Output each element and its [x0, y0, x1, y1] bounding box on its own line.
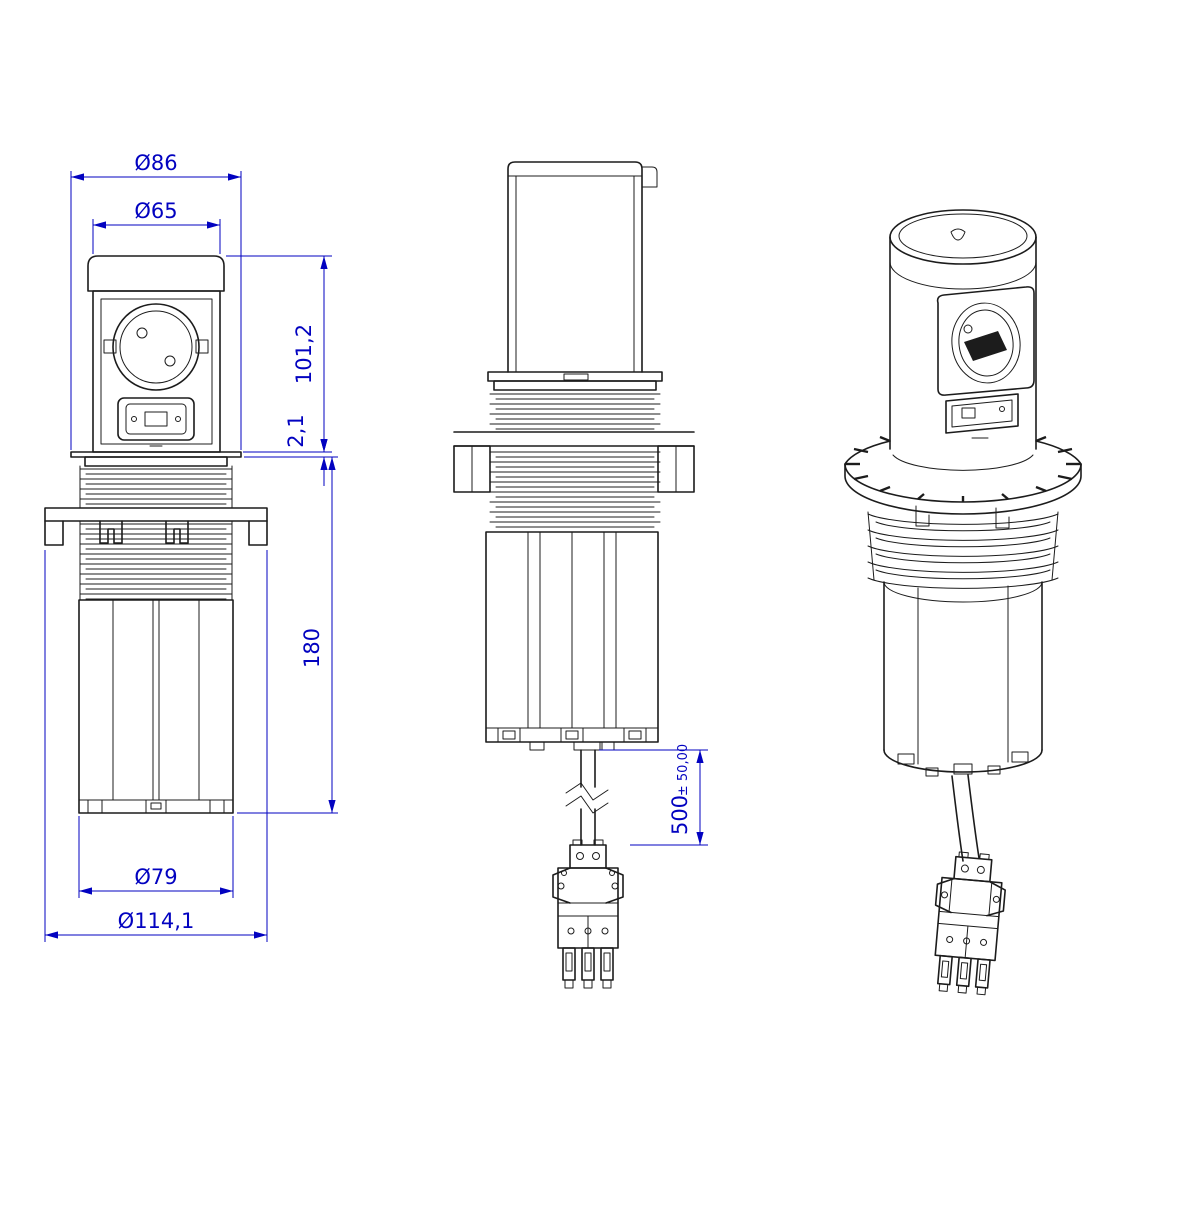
iso-view — [844, 209, 1082, 996]
front-view — [44, 255, 268, 814]
side-flange-plate — [487, 371, 663, 391]
dim-label-cable-tolerance: ± 50,00 — [676, 744, 691, 796]
front-schuko-socket — [103, 303, 209, 391]
front-mount-ring — [44, 507, 268, 546]
iso-body — [883, 581, 1043, 777]
iso-usb-module — [945, 393, 1019, 439]
side-bellows — [489, 393, 661, 528]
side-break-symbol — [565, 782, 609, 814]
front-dimensions: Ø86 Ø65 101,2 2,1 180 Ø79 Ø114,1 — [44, 151, 338, 942]
side-view — [453, 161, 695, 989]
iso-bellows — [867, 511, 1059, 589]
side-cable — [580, 749, 596, 846]
dim-label-dia79: Ø79 — [134, 865, 177, 889]
front-collar-plate — [70, 451, 242, 467]
iso-connector — [934, 851, 1006, 996]
side-connector — [552, 839, 624, 989]
iso-cable — [951, 774, 980, 862]
iso-head — [889, 209, 1037, 450]
front-body — [78, 599, 234, 814]
side-body — [485, 531, 659, 751]
dim-label-body-height: 180 — [300, 628, 324, 668]
front-bellows — [79, 465, 233, 601]
dim-label-head-height: 101,2 — [292, 324, 316, 384]
iso-mount-ring — [844, 435, 1082, 529]
side-mount-ring — [453, 431, 695, 493]
iso-schuko-socket — [936, 286, 1035, 396]
side-head — [507, 161, 658, 373]
front-head — [87, 255, 225, 453]
socket-shadow-shape — [964, 331, 1007, 361]
dim-label-dia65: Ø65 — [134, 199, 177, 223]
dim-label-dia86: Ø86 — [134, 151, 177, 175]
side-dimensions: 500 ± 50,00 — [599, 744, 708, 846]
front-usb-module — [117, 397, 195, 447]
dim-label-plate-thickness: 2,1 — [284, 414, 308, 447]
dim-label-dia114: Ø114,1 — [118, 909, 195, 933]
dim-label-cable-length: 500 — [668, 795, 692, 835]
